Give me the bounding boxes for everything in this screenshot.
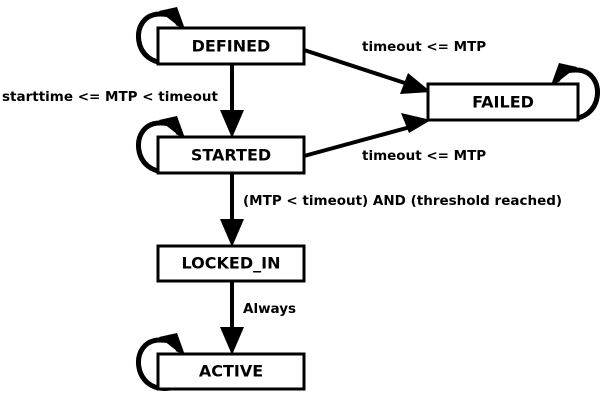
state-node-failed[interactable]: FAILED	[426, 82, 580, 122]
state-node-locked-in[interactable]: LOCKED_IN	[156, 244, 306, 283]
defined-to-failed-arrowhead	[400, 73, 431, 94]
state-label-started: STARTED	[191, 146, 271, 165]
transition-started-self	[136, 116, 186, 174]
state-label-locked-in: LOCKED_IN	[182, 254, 281, 273]
active-self-loop-arrowhead	[159, 333, 186, 358]
defined-self-loop-arrowhead	[159, 7, 186, 32]
locked-in-to-active-arrowhead	[220, 327, 244, 355]
state-box-defined[interactable]	[156, 26, 306, 66]
transition-defined-self	[136, 7, 186, 65]
defined-to-failed-line	[303, 48, 415, 88]
state-node-started[interactable]: STARTED	[156, 135, 306, 175]
transition-started-to-locked-in	[220, 173, 244, 247]
started-to-failed-arrowhead	[401, 113, 431, 133]
state-box-locked-in[interactable]	[156, 244, 306, 283]
edge-label-started-to-locked-in: (MTP < timeout) AND (threshold reached)	[243, 193, 562, 209]
state-node-defined[interactable]: DEFINED	[156, 26, 306, 66]
state-node-active[interactable]: ACTIVE	[156, 352, 306, 391]
state-box-started[interactable]	[156, 135, 306, 175]
transition-started-to-failed	[303, 113, 431, 158]
transition-active-self	[136, 333, 186, 391]
edge-label-defined-to-started: starttime <= MTP < timeout	[2, 89, 218, 105]
started-self-loop-arrowhead	[159, 116, 186, 141]
edge-label-defined-to-failed: timeout <= MTP	[362, 39, 486, 55]
state-box-active[interactable]	[156, 352, 306, 391]
started-to-locked-in-arrowhead	[220, 219, 244, 247]
transition-defined-to-failed	[303, 48, 431, 94]
transition-locked-in-to-active	[220, 281, 244, 355]
state-box-failed[interactable]	[426, 82, 580, 122]
transition-defined-to-started	[220, 64, 244, 138]
defined-to-started-arrowhead	[220, 110, 244, 138]
started-to-failed-line	[303, 124, 415, 158]
edge-label-started-to-failed: timeout <= MTP	[362, 148, 486, 164]
state-label-defined: DEFINED	[192, 37, 271, 56]
edge-label-locked-in-to-active: Always	[243, 301, 296, 317]
state-label-failed: FAILED	[472, 93, 534, 112]
failed-self-loop-arrowhead	[550, 63, 577, 88]
state-label-active: ACTIVE	[199, 362, 263, 381]
transition-failed-self	[550, 63, 600, 121]
